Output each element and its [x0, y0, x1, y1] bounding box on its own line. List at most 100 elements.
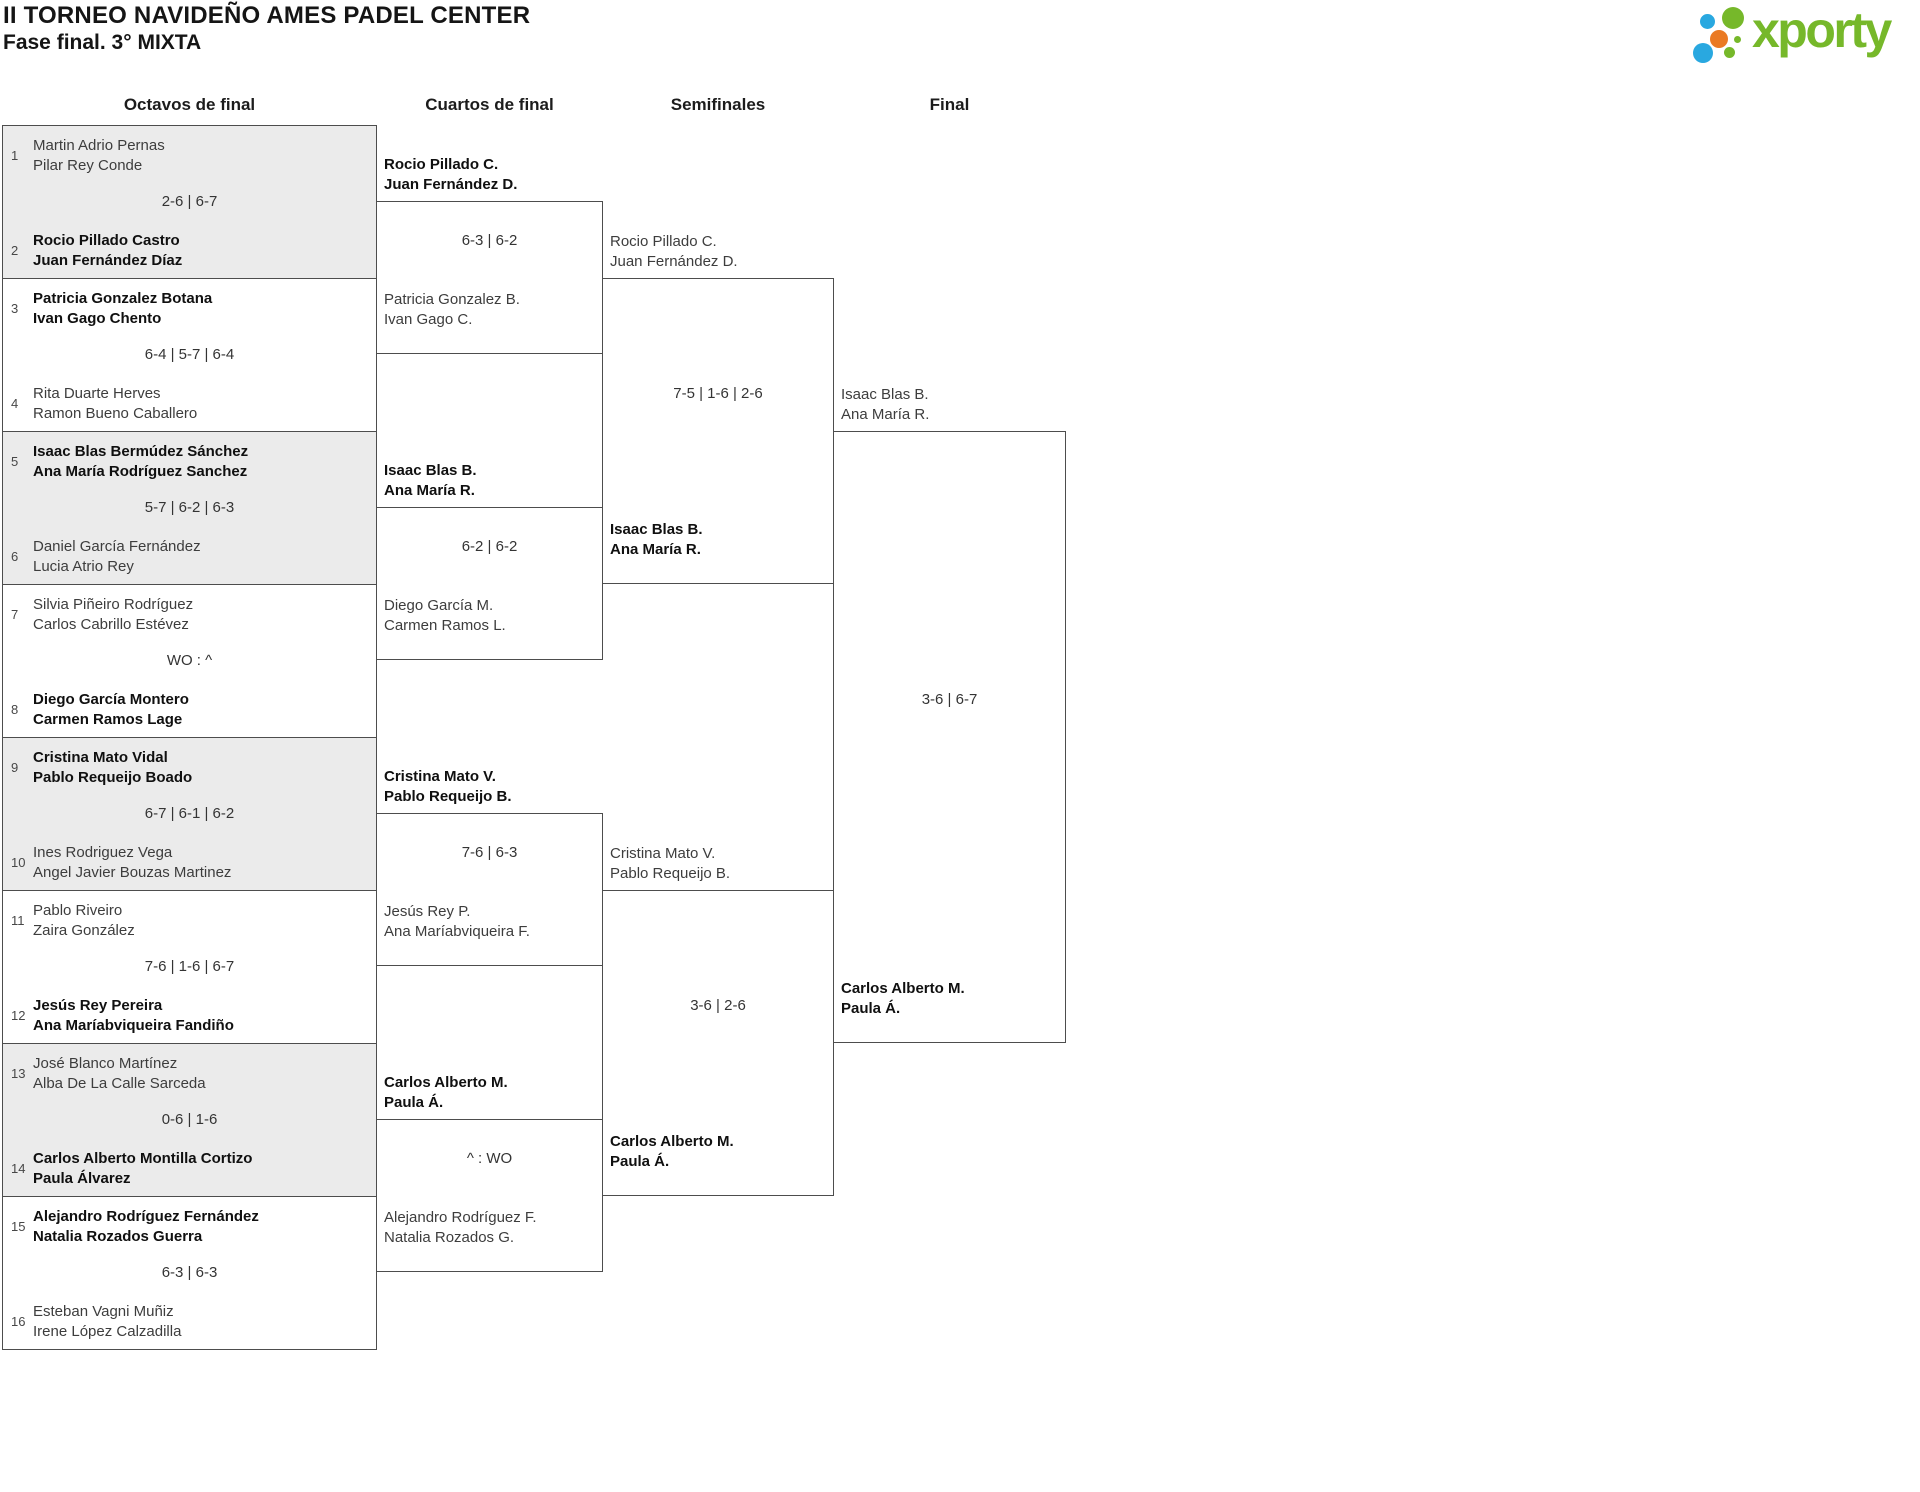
octavos-match: 1 Martin Adrio Pernas Pilar Rey Conde 2-… [2, 125, 377, 279]
final-score: 3-6 | 6-7 [921, 691, 978, 708]
octavos-match: 5 Isaac Blas Bermúdez Sánchez Ana María … [2, 431, 377, 585]
team-pair: Rita Duarte Herves Ramon Bueno Caballero [33, 384, 197, 424]
seed-number: 12 [11, 1008, 26, 1023]
cuartos-team-label: Diego García M. Carmen Ramos L. [384, 596, 506, 636]
player-name: Lucia Atrio Rey [33, 558, 134, 575]
logo-dot-icon [1693, 43, 1713, 63]
cuartos-team-label: Alejandro Rodríguez F. Natalia Rozados G… [384, 1208, 537, 1248]
cuartos-team-label: Jesús Rey P. Ana Maríabviqueira F. [384, 902, 530, 942]
cuartos-score: 7-6 | 6-3 [461, 844, 518, 861]
team-name: Rocio Pillado C. [610, 233, 717, 250]
team-name: Natalia Rozados G. [384, 1229, 515, 1246]
cuartos-score: ^ : WO [466, 1150, 513, 1167]
team-name: Paula Á. [841, 1000, 901, 1017]
team-name: Isaac Blas B. [841, 386, 929, 403]
octavos-match: 3 Patricia Gonzalez Botana Ivan Gago Che… [2, 278, 377, 432]
semifinal-team-label: Cristina Mato V. Pablo Requeijo B. [610, 844, 730, 884]
player-name: Daniel García Fernández [33, 538, 201, 555]
match-score: 6-7 | 6-1 | 6-2 [144, 805, 235, 822]
page-title: II TORNEO NAVIDEÑO AMES PADEL CENTER [3, 2, 531, 29]
seed-number: 7 [11, 607, 19, 622]
cuartos-match-box [376, 507, 603, 660]
seed-number: 9 [11, 760, 19, 775]
team-name: Isaac Blas B. [384, 462, 477, 479]
team-name: Juan Fernández D. [384, 176, 518, 193]
semifinal-team-label: Carlos Alberto M. Paula Á. [610, 1132, 734, 1172]
column-header-final: Final [929, 95, 970, 114]
team-pair: Diego García Montero Carmen Ramos Lage [33, 690, 189, 730]
player-name: José Blanco Martínez [33, 1055, 178, 1072]
octavos-match: 7 Silvia Piñeiro Rodríguez Carlos Cabril… [2, 584, 377, 738]
logo-dot-icon [1722, 7, 1744, 29]
player-name: Angel Javier Bouzas Martinez [33, 864, 232, 881]
team-pair: Rocio Pillado Castro Juan Fernández Díaz [33, 231, 182, 271]
xporty-logo: xporty [1690, 2, 1918, 69]
player-name: Pablo Riveiro [33, 902, 123, 919]
team-name: Juan Fernández D. [610, 253, 738, 270]
team-name: Ana Maríabviqueira F. [384, 923, 530, 940]
cuartos-team-label: Patricia Gonzalez B. Ivan Gago C. [384, 290, 520, 330]
seed-number: 14 [11, 1161, 26, 1176]
team-name: Cristina Mato V. [384, 768, 496, 785]
player-name: Cristina Mato Vidal [33, 749, 168, 766]
column-header-octavos: Octavos de final [123, 95, 256, 114]
player-name: Isaac Blas Bermúdez Sánchez [33, 443, 249, 460]
team-name: Diego García M. [384, 597, 494, 614]
seed-number: 3 [11, 301, 19, 316]
cuartos-match-box [376, 201, 603, 354]
team-name: Ana María R. [610, 541, 701, 558]
team-pair: Patricia Gonzalez Botana Ivan Gago Chent… [33, 289, 212, 329]
team-pair: Esteban Vagni Muñiz Irene López Calzadil… [33, 1302, 181, 1342]
logo-dot-icon [1724, 47, 1735, 58]
team-name: Ana María R. [841, 406, 930, 423]
cuartos-score: 6-2 | 6-2 [461, 538, 518, 555]
cuartos-team-label: Carlos Alberto M. Paula Á. [384, 1073, 508, 1113]
player-name: Ramon Bueno Caballero [33, 405, 198, 422]
semifinal-team-label: Isaac Blas B. Ana María R. [610, 520, 703, 560]
seed-number: 10 [11, 855, 26, 870]
team-name: Pablo Requeijo B. [610, 865, 731, 882]
match-score: 7-6 | 1-6 | 6-7 [144, 958, 235, 975]
team-name: Patricia Gonzalez B. [384, 291, 520, 308]
team-pair: Cristina Mato Vidal Pablo Requeijo Boado [33, 748, 192, 788]
column-header-cuartos: Cuartos de final [425, 95, 554, 114]
player-name: Diego García Montero [33, 691, 189, 708]
match-score: WO : ^ [166, 652, 213, 669]
team-pair: Martin Adrio Pernas Pilar Rey Conde [33, 136, 165, 176]
player-name: Pilar Rey Conde [33, 157, 143, 174]
team-pair: Isaac Blas Bermúdez Sánchez Ana María Ro… [33, 442, 248, 482]
final-match-box [833, 431, 1066, 1043]
player-name: Patricia Gonzalez Botana [33, 290, 213, 307]
player-name: Zaira González [33, 922, 135, 939]
seed-number: 16 [11, 1314, 26, 1329]
logo-dot-icon [1700, 14, 1715, 29]
team-name: Carlos Alberto M. [841, 980, 965, 997]
semifinal-score: 7-5 | 1-6 | 2-6 [673, 385, 763, 402]
match-score: 5-7 | 6-2 | 6-3 [144, 499, 235, 516]
team-name: Paula Á. [384, 1094, 444, 1111]
player-name: Rita Duarte Herves [33, 385, 161, 402]
team-name: Carlos Alberto M. [610, 1133, 734, 1150]
cuartos-score: 6-3 | 6-2 [461, 232, 518, 249]
player-name: Juan Fernández Díaz [33, 252, 183, 269]
cuartos-team-label: Cristina Mato V. Pablo Requeijo B. [384, 767, 512, 807]
player-name: Carlos Alberto Montilla Cortizo [33, 1150, 253, 1167]
octavos-match: 15 Alejandro Rodríguez Fernández Natalia… [2, 1196, 377, 1350]
player-name: Ana María Rodríguez Sanchez [33, 463, 248, 480]
team-pair: Jesús Rey Pereira Ana Maríabviqueira Fan… [33, 996, 234, 1036]
player-name: Rocio Pillado Castro [33, 232, 180, 249]
player-name: Silvia Piñeiro Rodríguez [33, 596, 194, 613]
column-header-semifinales: Semifinales [670, 95, 766, 114]
team-name: Rocio Pillado C. [384, 156, 499, 173]
octavos-match: 13 José Blanco Martínez Alba De La Calle… [2, 1043, 377, 1197]
player-name: Ivan Gago Chento [33, 310, 162, 327]
cuartos-team-label: Isaac Blas B. Ana María R. [384, 461, 477, 501]
player-name: Ines Rodriguez Vega [33, 844, 173, 861]
cuartos-match-box [376, 1119, 603, 1272]
cuartos-team-label: Rocio Pillado C. Juan Fernández D. [384, 155, 517, 195]
team-name: Ivan Gago C. [384, 311, 473, 328]
logo-dot-icon [1734, 36, 1741, 43]
team-name: Pablo Requeijo B. [384, 788, 512, 805]
logo-dot-icon [1710, 30, 1728, 48]
